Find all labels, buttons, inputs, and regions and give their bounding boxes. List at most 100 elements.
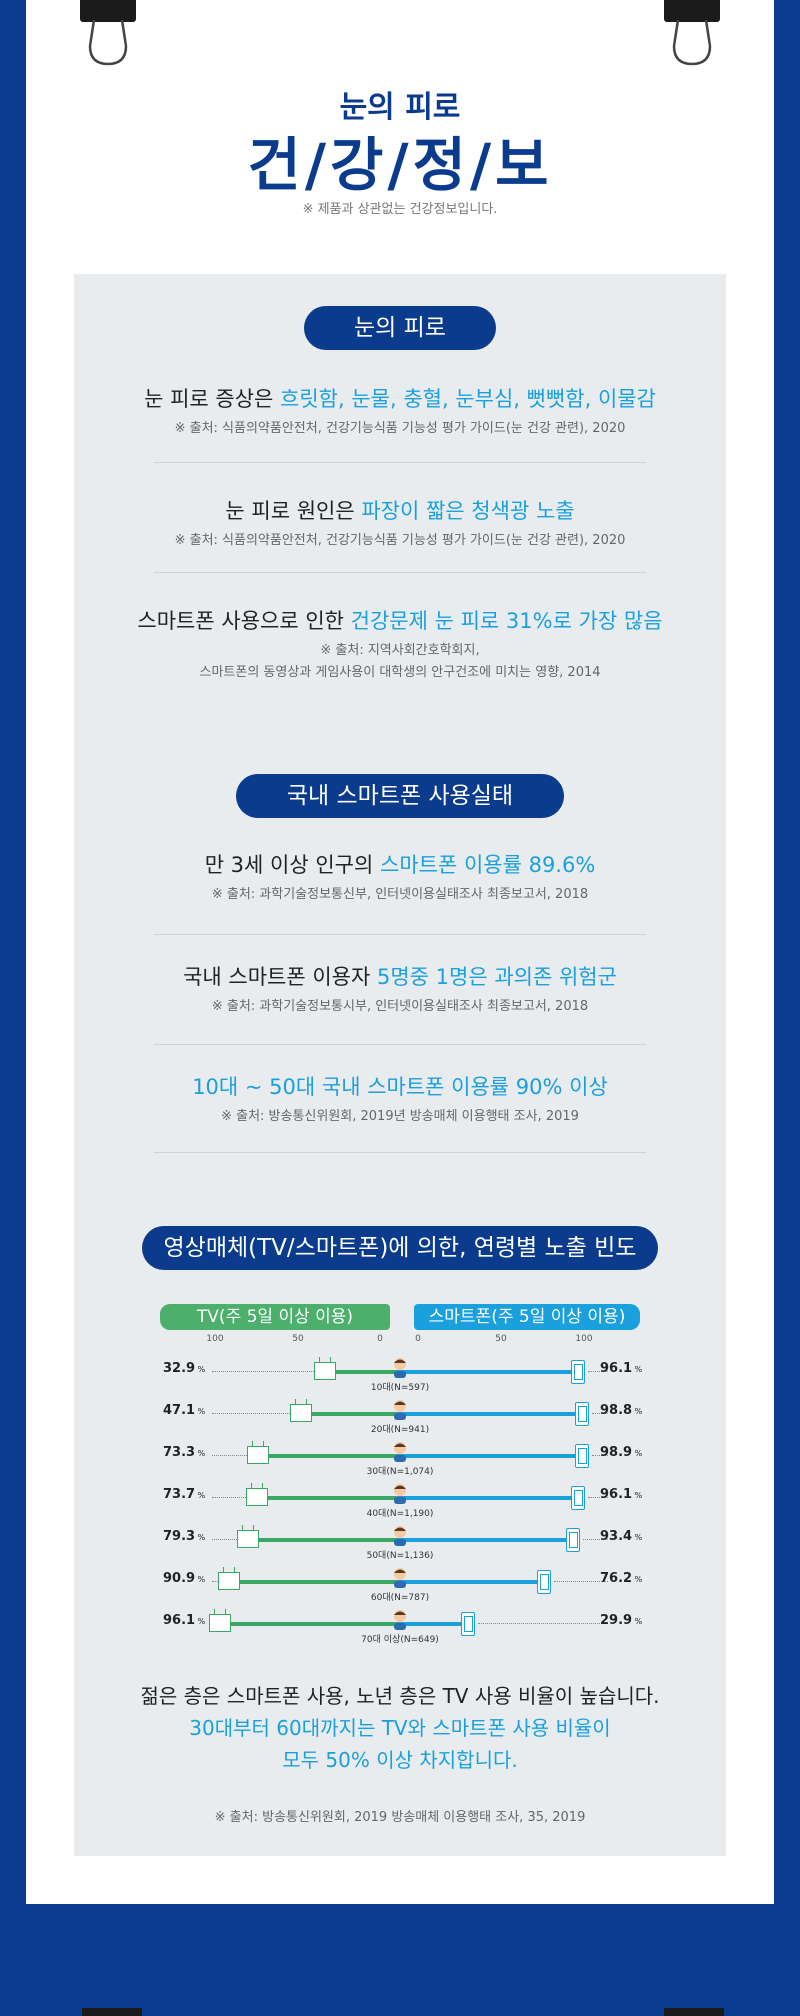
section-eye-fatigue-heading: 눈의 피로 bbox=[304, 306, 496, 350]
pct-unit: % bbox=[632, 1575, 643, 1584]
tv-value-label: 47.1 % bbox=[163, 1403, 205, 1418]
tick-left-50: 50 bbox=[292, 1334, 304, 1344]
tv-icon bbox=[237, 1530, 260, 1548]
section-exposure-heading: 영상매체(TV/스마트폰)에 의한, 연령별 노출 빈도 bbox=[142, 1226, 658, 1270]
pct-unit: % bbox=[632, 1407, 643, 1416]
age-group-avatar bbox=[391, 1398, 409, 1420]
smartphone-icon bbox=[575, 1402, 589, 1426]
smartphone-value: 29.9 bbox=[600, 1613, 633, 1628]
stat-source: ※ 출처: 과학기술정보통시부, 인터넷이용실태조사 최종보고서, 2018 bbox=[211, 999, 589, 1014]
tv-value: 90.9 bbox=[163, 1571, 196, 1586]
stat-source: ※ 출처: 지역사회간호학회지, bbox=[320, 643, 480, 658]
tick-right-100: 100 bbox=[575, 1334, 593, 1344]
divider bbox=[154, 1044, 646, 1045]
binder-clip-right bbox=[664, 0, 720, 80]
summary-line-1: 젊은 층은 스마트폰 사용, 노년 층은 TV 사용 비율이 높습니다. bbox=[140, 1684, 660, 1708]
divider bbox=[154, 462, 646, 463]
stat-highlight: 흐릿함, 눈물, 충혈, 눈부심, 뻣뻣함, 이물감 bbox=[280, 387, 656, 411]
stat-usage-rate: 만 3세 이상 인구의 스마트폰 이용률 89.6% ※ 출처: 과학기술정보통… bbox=[74, 850, 726, 906]
age-group-label: 50대(N=1,136) bbox=[366, 1551, 434, 1561]
smartphone-value-label: 98.9 % bbox=[600, 1445, 642, 1460]
smartphone-icon bbox=[566, 1528, 581, 1552]
smartphone-leader-line bbox=[583, 1539, 608, 1540]
age-group-avatar bbox=[391, 1482, 409, 1504]
smartphone-bar bbox=[398, 1370, 578, 1374]
smartphone-value-label: 96.1 % bbox=[600, 1487, 642, 1502]
tv-value: 73.7 bbox=[163, 1487, 196, 1502]
age-group-avatar bbox=[391, 1524, 409, 1546]
smartphone-leader-line bbox=[587, 1371, 608, 1372]
smartphone-value: 93.4 bbox=[600, 1529, 633, 1544]
stat-text: 눈 피로 원인은 bbox=[225, 499, 362, 523]
stat-smartphone-health: 스마트폰 사용으로 인한 건강문제 눈 피로 31%로 가장 많음 ※ 출처: … bbox=[74, 606, 726, 684]
tick-left-100: 100 bbox=[206, 1334, 224, 1344]
smartphone-value: 76.2 bbox=[600, 1571, 633, 1586]
tv-value: 96.1 bbox=[163, 1613, 196, 1628]
stat-source: ※ 출처: 식품의약품안전처, 건강기능식품 기능성 평가 가이드(눈 건강 관… bbox=[174, 533, 626, 548]
stat-text: 국내 스마트폰 이용자 bbox=[183, 965, 377, 989]
smartphone-leader-line bbox=[554, 1581, 608, 1582]
tv-value: 79.3 bbox=[163, 1529, 196, 1544]
smartphone-value: 96.1 bbox=[600, 1487, 633, 1502]
tv-bar bbox=[302, 1412, 400, 1416]
tv-value-label: 32.9 % bbox=[163, 1361, 205, 1376]
stat-text: 만 3세 이상 인구의 bbox=[204, 853, 380, 877]
smartphone-value-label: 93.4 % bbox=[600, 1529, 642, 1544]
tv-leader-line bbox=[212, 1539, 238, 1540]
tv-icon bbox=[218, 1572, 240, 1590]
stat-source: ※ 출처: 과학기술정보통신부, 인터넷이용실태조사 최종보고서, 2018 bbox=[211, 887, 589, 902]
pct-unit: % bbox=[632, 1449, 643, 1458]
age-group-label: 10대(N=597) bbox=[370, 1383, 430, 1393]
tv-value-label: 96.1 % bbox=[163, 1613, 205, 1628]
tick-right-50: 50 bbox=[495, 1334, 507, 1344]
stat-highlight: 건강문제 눈 피로 31%로 가장 많음 bbox=[350, 609, 663, 633]
pct-unit: % bbox=[195, 1407, 206, 1416]
age-group-avatar bbox=[391, 1608, 409, 1630]
summary-line-2: 30대부터 60대까지는 TV와 스마트폰 사용 비율이 bbox=[189, 1716, 611, 1740]
tv-leader-line bbox=[212, 1413, 291, 1414]
tv-leader-line bbox=[212, 1371, 314, 1372]
chart-summary: 젊은 층은 스마트폰 사용, 노년 층은 TV 사용 비율이 높습니다. 30대… bbox=[74, 1680, 726, 1776]
stat-age-usage: 10대 ~ 50대 국내 스마트폰 이용률 90% 이상 ※ 출처: 방송통신위… bbox=[74, 1072, 726, 1128]
pct-unit: % bbox=[632, 1617, 643, 1626]
stat-highlight: 10대 ~ 50대 국내 스마트폰 이용률 90% 이상 bbox=[192, 1075, 608, 1099]
tv-icon bbox=[247, 1446, 270, 1464]
info-panel: 눈의 피로 눈 피로 증상은 흐릿함, 눈물, 충혈, 눈부심, 뻣뻣함, 이물… bbox=[74, 274, 726, 1856]
smartphone-value-label: 96.1 % bbox=[600, 1361, 642, 1376]
smartphone-leader-line bbox=[587, 1497, 608, 1498]
smartphone-icon bbox=[537, 1570, 552, 1594]
pct-unit: % bbox=[632, 1365, 643, 1374]
tv-leader-line bbox=[212, 1455, 248, 1456]
smartphone-bar bbox=[398, 1538, 574, 1542]
smartphone-icon bbox=[570, 1486, 585, 1510]
pct-unit: % bbox=[195, 1575, 206, 1584]
age-group-avatar bbox=[391, 1566, 409, 1588]
smartphone-value: 98.8 bbox=[600, 1403, 633, 1418]
tv-icon bbox=[313, 1362, 336, 1380]
stat-highlight: 스마트폰 이용률 89.6% bbox=[380, 853, 596, 877]
stat-cause: 눈 피로 원인은 파장이 짧은 청색광 노출 ※ 출처: 식품의약품안전처, 건… bbox=[74, 496, 726, 552]
age-group-avatar bbox=[391, 1440, 409, 1462]
age-group-label: 60대(N=787) bbox=[370, 1593, 430, 1603]
tv-bar bbox=[258, 1496, 400, 1500]
smartphone-value: 98.9 bbox=[600, 1445, 633, 1460]
tv-bar bbox=[230, 1580, 400, 1584]
divider bbox=[154, 1152, 646, 1153]
stat-source: ※ 출처: 식품의약품안전처, 건강기능식품 기능성 평가 가이드(눈 건강 관… bbox=[174, 421, 626, 436]
tick-right-0: 0 bbox=[415, 1334, 421, 1344]
smartphone-bar bbox=[398, 1412, 582, 1416]
smartphone-bar bbox=[398, 1496, 578, 1500]
age-group-avatar bbox=[391, 1356, 409, 1378]
tick-left-0: 0 bbox=[377, 1334, 383, 1344]
stat-source-2: 스마트폰의 동영상과 게임사용이 대학생의 안구건조에 미치는 영향, 2014 bbox=[199, 665, 601, 680]
summary-source: ※ 출처: 방송통신위원회, 2019 방송매체 이용행태 조사, 35, 20… bbox=[214, 1810, 586, 1825]
age-group-label: 40대(N=1,190) bbox=[366, 1509, 434, 1519]
tv-icon bbox=[209, 1614, 232, 1632]
smartphone-bar bbox=[398, 1454, 583, 1458]
pct-unit: % bbox=[632, 1491, 643, 1500]
stat-source: ※ 출처: 방송통신위원회, 2019년 방송매체 이용행태 조사, 2019 bbox=[221, 1109, 579, 1124]
smartphone-value: 96.1 bbox=[600, 1361, 633, 1376]
smartphone-icon bbox=[460, 1612, 475, 1636]
pct-unit: % bbox=[195, 1365, 206, 1374]
divider bbox=[154, 572, 646, 573]
